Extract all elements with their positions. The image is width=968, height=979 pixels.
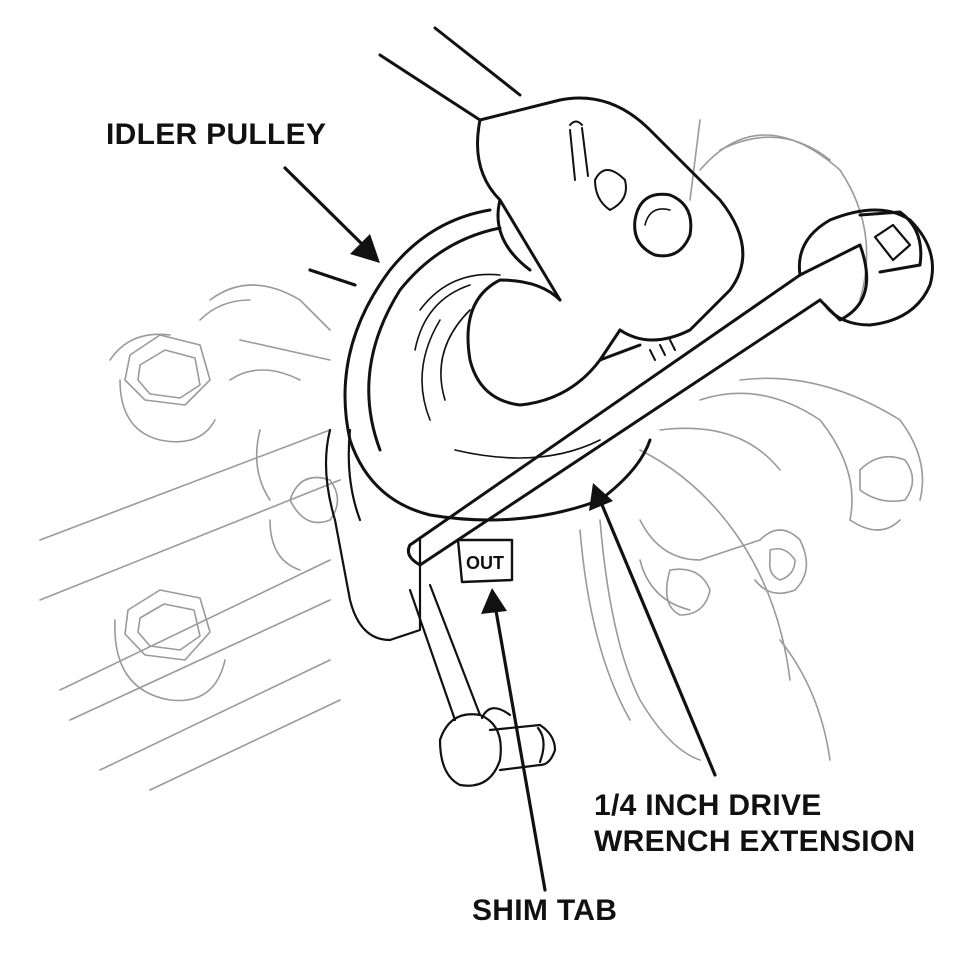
wrench-extension-label-line2: WRENCH EXTENSION — [594, 825, 916, 858]
idler-pulley — [343, 208, 652, 522]
shim-marking-text: OUT — [466, 553, 504, 573]
shim-tab-leader — [493, 603, 547, 892]
pulley-bracket — [324, 428, 557, 787]
wrench-extension-label: 1/4 INCH DRIVE WRENCH EXTENSION — [594, 788, 915, 860]
wrench-handle — [378, 26, 745, 407]
idler-pulley-label: IDLER PULLEY — [106, 118, 327, 151]
extension-arrowhead — [589, 483, 613, 511]
wrench-extension-label-line1: 1/4 INCH DRIVE — [594, 789, 822, 822]
shim-tab-label: SHIM TAB — [472, 894, 618, 927]
shim-tab — [456, 538, 514, 584]
shim-tab-arrowhead — [481, 588, 507, 614]
leader-arrowheads — [350, 234, 613, 614]
extension-leader — [598, 498, 717, 777]
idler-pulley-arrowhead — [350, 234, 380, 263]
idler-pulley-leader — [283, 166, 370, 252]
engine-background — [39, 119, 924, 791]
wrench-extension — [406, 208, 934, 567]
leader-lines — [283, 166, 717, 892]
